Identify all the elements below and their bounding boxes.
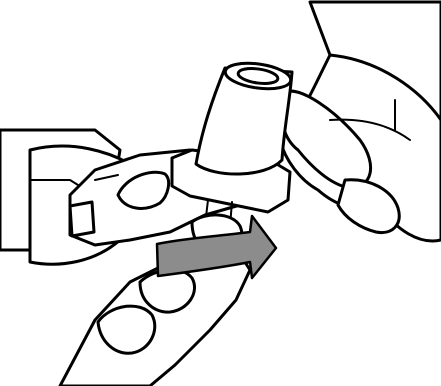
- lower-finger-2: [140, 270, 195, 312]
- inhaler-button: [70, 202, 94, 236]
- upper-right-hand: [280, 2, 441, 241]
- lower-sleeve: [60, 248, 250, 386]
